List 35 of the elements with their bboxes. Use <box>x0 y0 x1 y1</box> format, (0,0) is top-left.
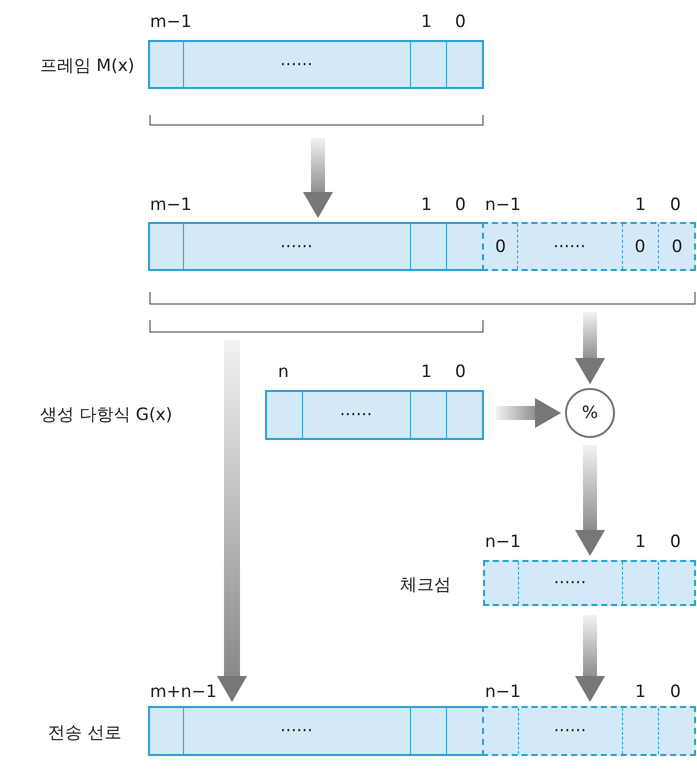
bit-index: 1 <box>421 12 432 32</box>
bit-index: 0 <box>455 362 466 382</box>
bit-index: 0 <box>670 532 681 552</box>
register-name: 생성 다항식 G(x) <box>40 405 172 425</box>
bit-value: 0 <box>494 236 507 258</box>
bit-index: n−1 <box>485 532 521 552</box>
ellipsis-text: ······ <box>279 720 314 743</box>
ellipsis-text: ······ <box>552 720 588 743</box>
bit-index: m+n−1 <box>150 682 217 702</box>
bit-index: n <box>278 362 289 382</box>
bit-index: 0 <box>455 195 466 215</box>
bit-index: 0 <box>670 195 681 215</box>
bit-index: 1 <box>635 195 646 215</box>
register-name: 전송 선로 <box>48 723 122 743</box>
bit-index: 0 <box>670 682 681 702</box>
register-name: 체크섬 <box>400 575 451 595</box>
bit-value: 0 <box>634 236 646 258</box>
bit-index: 1 <box>421 362 432 382</box>
bit-value: 0 <box>670 236 684 258</box>
ellipsis-text: ······ <box>552 236 587 258</box>
ellipsis-text: ······ <box>279 54 314 76</box>
bit-index: 1 <box>635 532 646 552</box>
ellipsis-text: ······ <box>279 236 314 258</box>
bit-index: 0 <box>455 12 466 32</box>
bit-index: n−1 <box>485 195 521 215</box>
bit-index: 1 <box>635 682 646 702</box>
ellipsis-text: ······ <box>552 572 588 595</box>
operator-circle <box>565 388 615 438</box>
register-name: 프레임 M(x) <box>40 56 134 76</box>
bit-index: m−1 <box>150 12 192 32</box>
bit-index: m−1 <box>150 195 192 215</box>
bit-index: n−1 <box>485 682 521 702</box>
ellipsis-text: ······ <box>338 404 374 427</box>
bit-index: 1 <box>421 195 432 215</box>
bit-value: % <box>580 402 600 425</box>
